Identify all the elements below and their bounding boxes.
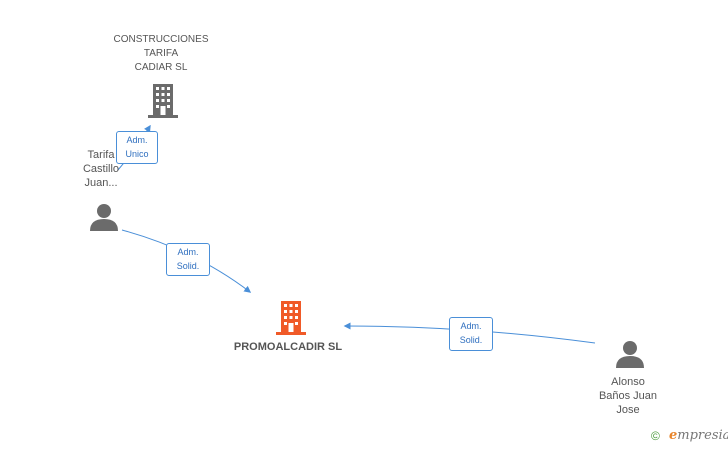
node-alonso-label[interactable]: Alonso Baños Juan Jose (598, 376, 658, 416)
person-icon[interactable] (89, 203, 119, 231)
building-icon[interactable] (148, 84, 178, 118)
node-promoalcadir-label[interactable]: PROMOALCADIR SL (233, 341, 343, 353)
brand-logo-e: e (669, 428, 678, 443)
node-tarifa-label[interactable]: Tarifa Castillo Juan... (82, 149, 120, 189)
edge-label-adm-solid-tarifa[interactable]: Adm. Solid. (166, 243, 210, 276)
edge-label-adm-solid-alonso[interactable]: Adm. Solid. (449, 317, 493, 351)
node-construcciones-label[interactable]: CONSTRUCCIONES TARIFA CADIAR SL (113, 34, 209, 73)
brand-logo-text: mpresia (677, 428, 728, 443)
building-icon[interactable] (276, 301, 306, 335)
person-icon[interactable] (615, 340, 645, 368)
edge-label-adm-unico[interactable]: Adm. Unico (116, 131, 158, 164)
brand-logo: empresia (669, 428, 728, 443)
copyright-icon: © (651, 429, 660, 443)
